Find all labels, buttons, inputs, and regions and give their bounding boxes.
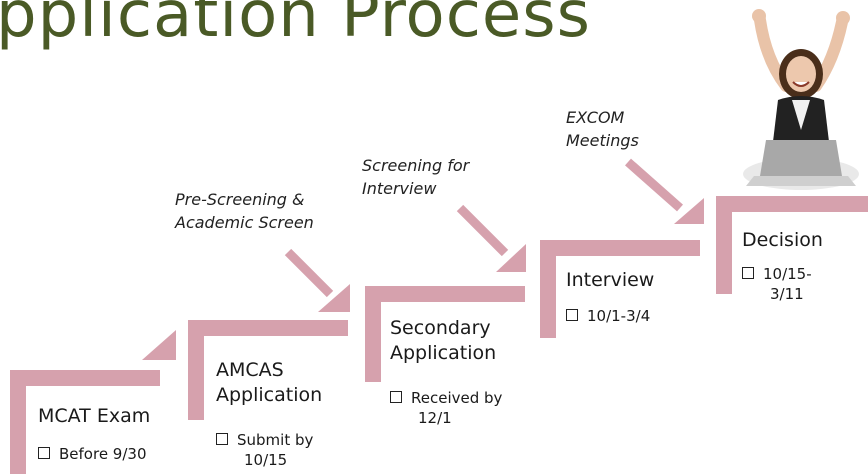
bullet-text: 10/1-3/4 bbox=[587, 307, 651, 325]
step-title-interview: Interview bbox=[566, 268, 654, 293]
step-bracket-amcas bbox=[188, 320, 348, 420]
step-bracket-decision bbox=[716, 196, 868, 294]
step-bullet-mcat: Before 9/30 bbox=[38, 444, 147, 464]
checkbox-bullet-icon bbox=[390, 391, 402, 403]
annotation-pointer-1 bbox=[284, 248, 334, 298]
step-title-line: AMCAS bbox=[216, 359, 284, 381]
step-title-mcat: MCAT Exam bbox=[38, 404, 150, 429]
step-title-line: Secondary bbox=[390, 317, 491, 339]
bullet-text: Received by bbox=[411, 389, 503, 407]
annotation-screening: Screening for Interview bbox=[362, 154, 469, 200]
annotation-pre-screening: Pre-Screening & Academic Screen bbox=[175, 188, 314, 234]
bullet-text: Before 9/30 bbox=[59, 445, 147, 463]
step-title-line: Decision bbox=[742, 229, 823, 251]
step-title-secondary: Secondary Application bbox=[390, 316, 496, 366]
annotation-pointer-3 bbox=[625, 158, 683, 212]
step-bullet-interview: 10/1-3/4 bbox=[566, 306, 650, 326]
step-title-line: MCAT Exam bbox=[38, 405, 151, 427]
step-bullet-secondary: Received by 12/1 bbox=[390, 388, 502, 428]
bullet-text: 12/1 bbox=[418, 409, 452, 427]
step-bracket-interview bbox=[540, 240, 700, 338]
annotation-pointer-2 bbox=[456, 204, 509, 257]
step-title-amcas: AMCAS Application bbox=[216, 358, 322, 408]
annotation-line: Interview bbox=[362, 179, 437, 198]
bullet-text: 10/15- bbox=[763, 265, 812, 283]
step-bracket-mcat bbox=[10, 370, 160, 474]
annotation-line: Meetings bbox=[566, 131, 639, 150]
step-title-line: Interview bbox=[566, 269, 655, 291]
corner-triangle-3 bbox=[496, 244, 526, 272]
corner-triangle-4 bbox=[674, 198, 704, 224]
bullet-text: 10/15 bbox=[244, 451, 288, 469]
corner-triangle-1 bbox=[142, 330, 176, 360]
step-bullet-amcas: Submit by 10/15 bbox=[216, 430, 313, 470]
annotation-line: Pre-Screening & bbox=[175, 190, 305, 209]
step-title-line: Application bbox=[216, 384, 323, 406]
corner-triangle-2 bbox=[318, 284, 350, 312]
bullet-text: Submit by bbox=[237, 431, 314, 449]
bullet-text: 3/11 bbox=[770, 285, 804, 303]
checkbox-bullet-icon bbox=[742, 267, 754, 279]
annotation-line: Academic Screen bbox=[175, 213, 314, 232]
annotation-line: Screening for bbox=[362, 156, 470, 175]
checkbox-bullet-icon bbox=[38, 447, 50, 459]
checkbox-bullet-icon bbox=[216, 433, 228, 445]
step-title-decision: Decision bbox=[742, 228, 823, 253]
annotation-excom: EXCOM Meetings bbox=[566, 106, 639, 152]
slide-title: pplication Process bbox=[0, 0, 591, 52]
step-bullet-decision: 10/15- 3/11 bbox=[742, 264, 812, 304]
annotation-line: EXCOM bbox=[566, 108, 625, 127]
step-title-line: Application bbox=[390, 342, 497, 364]
checkbox-bullet-icon bbox=[566, 309, 578, 321]
step-bracket-secondary bbox=[365, 286, 525, 382]
celebrating-person-image bbox=[743, 9, 859, 190]
